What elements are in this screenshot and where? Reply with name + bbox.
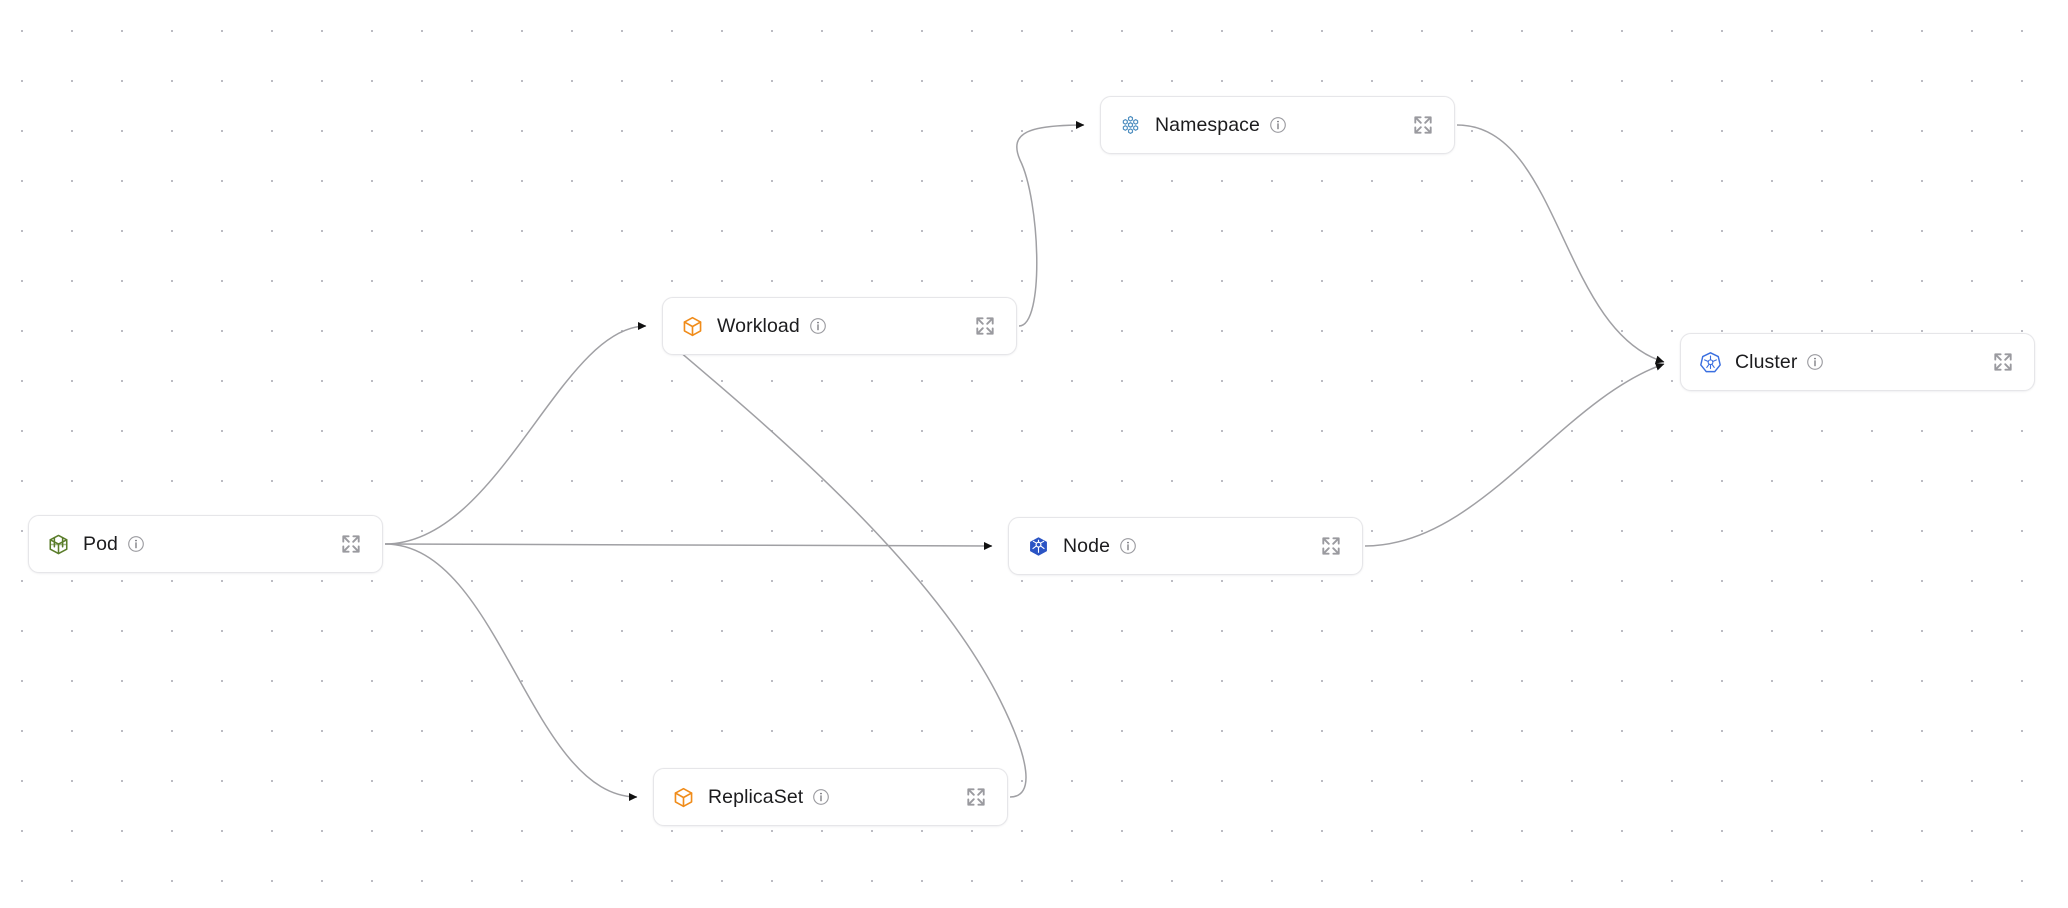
node-label-cluster: Cluster (1735, 350, 1798, 373)
info-icon[interactable] (809, 317, 827, 335)
info-icon[interactable] (1806, 353, 1824, 371)
expand-icon[interactable] (340, 533, 362, 555)
graph-node-pod[interactable]: Pod (28, 515, 383, 573)
graph-node-node[interactable]: Node (1008, 517, 1363, 575)
expand-icon[interactable] (1412, 114, 1434, 136)
graph-edge-workload-namespace[interactable] (1016, 120, 1085, 327)
expand-icon[interactable] (1992, 351, 2014, 373)
info-icon[interactable] (812, 788, 830, 806)
node-label-namespace: Namespace (1155, 113, 1260, 136)
node-label-pod: Pod (83, 532, 118, 555)
graph-edge-replicaset-workload[interactable] (665, 339, 1027, 798)
expand-icon[interactable] (1320, 535, 1342, 557)
node-label-replicaset: ReplicaSet (708, 785, 804, 808)
info-icon[interactable] (1119, 537, 1137, 555)
info-icon[interactable] (127, 535, 145, 553)
graph-edge-pod-replicaset[interactable] (384, 543, 638, 802)
graph-node-namespace[interactable]: Namespace (1100, 96, 1455, 154)
graph-node-replicaset[interactable]: ReplicaSet (653, 768, 1008, 826)
graph-node-cluster[interactable]: Cluster (1680, 333, 2035, 391)
graph-edge-pod-workload[interactable] (384, 321, 647, 545)
expand-icon[interactable] (974, 315, 996, 337)
graph-node-workload[interactable]: Workload (662, 297, 1017, 355)
workload-cube-icon (681, 315, 704, 338)
node-label-node: Node (1063, 534, 1111, 557)
expand-icon[interactable] (965, 786, 987, 808)
info-icon[interactable] (1269, 116, 1287, 134)
namespace-hexcluster-icon (1119, 114, 1142, 137)
replicaset-cube-icon (672, 786, 695, 809)
graph-edge-node-cluster[interactable] (1364, 362, 1665, 547)
graph-edge-namespace-cluster[interactable] (1456, 124, 1665, 364)
pod-box-icon (47, 533, 70, 556)
cluster-kubernetes-icon (1699, 351, 1722, 374)
node-label-workload: Workload (717, 314, 800, 337)
node-hexagon-icon (1027, 535, 1050, 558)
graph-edge-pod-node[interactable] (384, 541, 993, 551)
